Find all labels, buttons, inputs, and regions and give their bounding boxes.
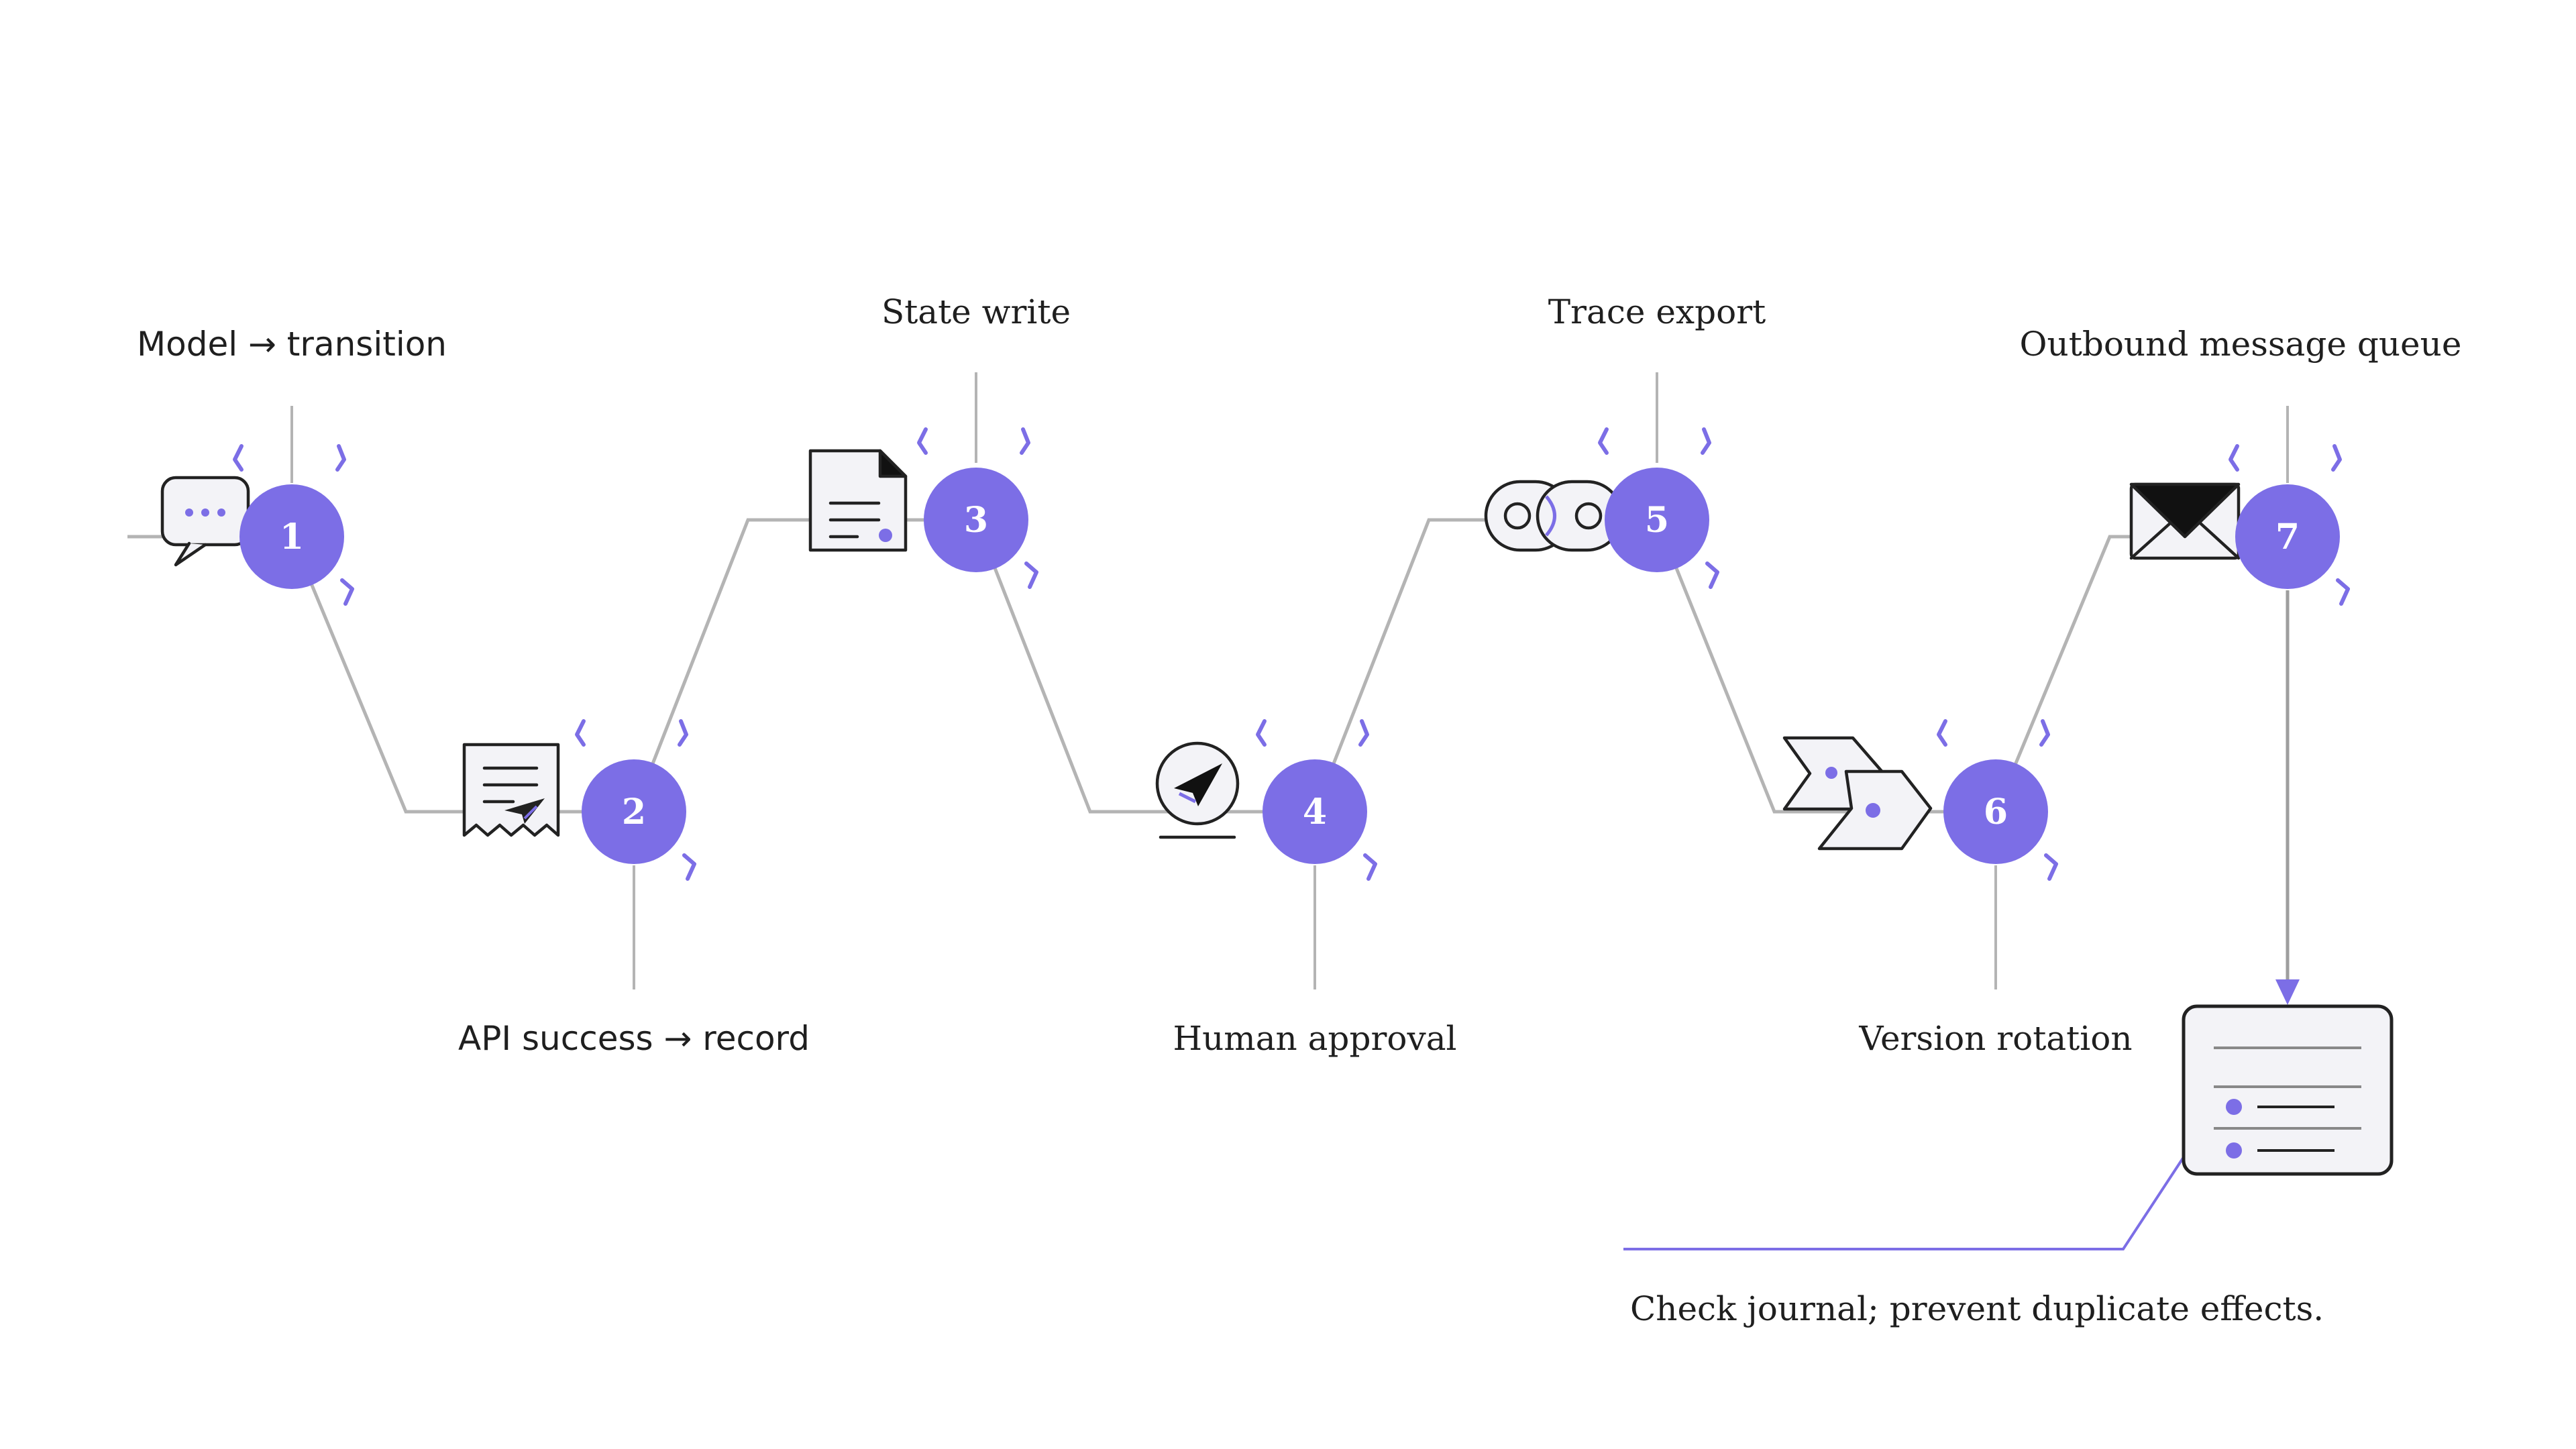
spark-icon — [1256, 719, 1267, 747]
spark-icon — [335, 444, 346, 472]
envelope-icon — [2129, 482, 2241, 560]
spark-icon — [1358, 719, 1369, 747]
document-icon — [808, 449, 908, 552]
spark-icon — [1598, 427, 1609, 455]
step-number: 1 — [280, 517, 304, 557]
checkmark-badge-icon — [1155, 741, 1240, 839]
receipt-icon — [462, 743, 560, 837]
spark-icon — [1020, 427, 1030, 455]
journal-card-icon — [2182, 1004, 2394, 1176]
step-node-5: 5 — [1598, 427, 1719, 589]
step-label-6: Version rotation — [1858, 1019, 2132, 1058]
step-number: 4 — [1303, 792, 1327, 833]
step-node-6: 6 — [1937, 719, 2058, 881]
step-label-1: Model → transition — [137, 325, 447, 364]
journal-caption: Check journal; prevent duplicate effects… — [1630, 1289, 2324, 1328]
step-label-2: API success → record — [458, 1019, 810, 1058]
spark-icon — [2331, 444, 2342, 472]
step-number: 6 — [1984, 792, 2008, 833]
step-node-1: 1 — [233, 444, 354, 606]
spark-icon — [1024, 561, 1038, 589]
step-label-7: Outbound message queue — [2020, 325, 2462, 364]
spark-icon — [1937, 719, 1947, 747]
step-label-5: Trace export — [1548, 292, 1766, 331]
chat-bubble-icon — [160, 476, 250, 567]
spark-icon — [575, 719, 586, 747]
step-label-4: Human approval — [1173, 1019, 1457, 1058]
chevrons-icon — [1782, 736, 1933, 851]
chain-link-icon — [1484, 480, 1623, 552]
journal-pointer-line — [1623, 1156, 2185, 1250]
step-number: 5 — [1645, 500, 1669, 541]
step-node-2: 2 — [575, 719, 696, 881]
spark-icon — [2336, 578, 2350, 606]
spark-icon — [233, 444, 244, 472]
step-node-3: 3 — [917, 427, 1038, 589]
spark-icon — [2044, 853, 2058, 881]
spark-icon — [917, 427, 928, 455]
step-node-7: 7 — [2229, 444, 2350, 606]
spark-icon — [1363, 853, 1377, 881]
spark-icon — [2229, 444, 2239, 472]
step-label-3: State write — [881, 292, 1071, 331]
spark-icon — [340, 578, 354, 606]
spark-icon — [2039, 719, 2050, 747]
spark-icon — [1705, 561, 1719, 589]
step-number: 7 — [2275, 517, 2300, 557]
spark-icon — [678, 719, 688, 747]
step-number: 2 — [622, 792, 646, 833]
spark-icon — [682, 853, 696, 881]
journal-arrow-head — [2275, 979, 2300, 1005]
spark-icon — [1701, 427, 1711, 455]
step-number: 3 — [964, 500, 988, 541]
step-node-4: 4 — [1256, 719, 1377, 881]
